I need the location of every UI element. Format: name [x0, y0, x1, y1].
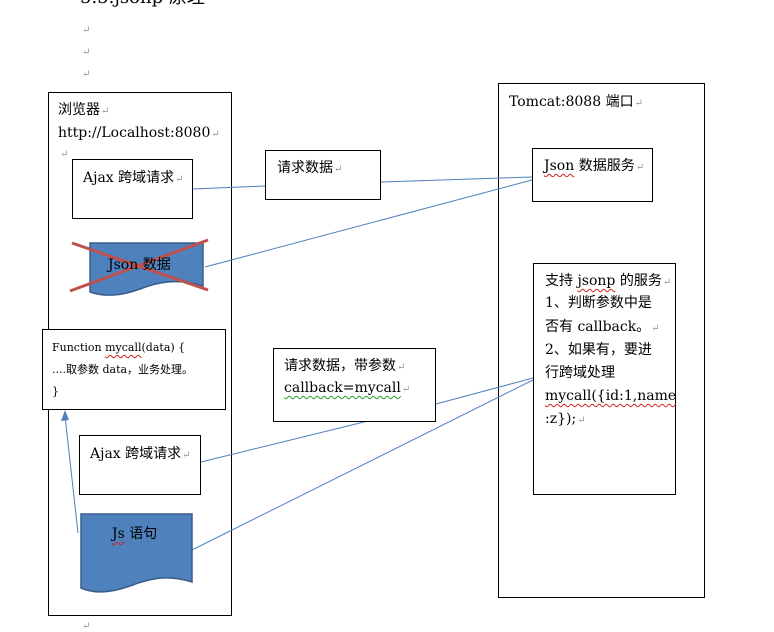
request-data-line-1: 请求数据，带参数↵ [284, 358, 406, 374]
connector-ajax-to-request [192, 185, 266, 190]
section-heading: 5.5.jsonp 原理 [80, 0, 205, 8]
paragraph-mark: ↵ [82, 25, 91, 36]
connector-jsonp-to-js-statement [191, 379, 534, 551]
jsonp-service-box [533, 263, 676, 495]
ajax-request-box-bottom [79, 435, 201, 495]
connector-request-to-json-service [380, 176, 533, 183]
function-line-3: } [52, 385, 59, 398]
paragraph-mark: ↵ [60, 149, 69, 160]
connector-js-to-function [64, 415, 79, 534]
paragraph-mark: ↵ [82, 621, 91, 632]
jsonp-line-6: mycall({id:1,name [545, 388, 677, 404]
js-statement-label: Js 语句 [112, 526, 158, 542]
js-statement-shape [80, 513, 193, 593]
ajax-request-label-bottom: Ajax 跨域请求↵ [90, 446, 191, 462]
jsonp-line-4: 2、如果有，要进 [545, 342, 652, 358]
jsonp-line-5: 行跨域处理 [545, 365, 615, 381]
json-service-box [532, 148, 653, 202]
jsonp-line-3: 否有 callback。↵ [545, 319, 660, 335]
function-line-1: Function mycall(data) { [52, 341, 186, 354]
request-data-box-top [265, 150, 381, 200]
ajax-request-box-top [72, 159, 193, 219]
json-data-label: Json 数据 [108, 257, 171, 273]
arrowhead-icon [61, 410, 69, 421]
ajax-request-label-top: Ajax 跨域请求↵ [83, 170, 184, 186]
json-service-label: Json 数据服务↵ [544, 158, 645, 174]
paragraph-mark: ↵ [82, 47, 91, 58]
jsonp-line-2: 1、判断参数中是 [545, 295, 652, 311]
section-heading-text: 5.5.jsonp 原理 [80, 0, 205, 8]
function-line-2: ....取参数 data，业务处理。 [52, 363, 194, 376]
connector-json-service-to-json-data [204, 179, 533, 268]
jsonp-line-7: :z});↵ [545, 411, 586, 427]
connector-ajax-to-request-param [200, 420, 369, 463]
request-data-label-top: 请求数据↵ [277, 160, 343, 176]
browser-title: 浏览器↵ [58, 102, 110, 118]
cross-line [69, 238, 209, 293]
request-data-line-2: callback=mycall↵ [284, 380, 411, 396]
function-box [42, 329, 226, 410]
jsonp-line-1: 支持 jsonp 的服务↵ [545, 273, 672, 289]
connector-request-param-to-jsonp [435, 377, 534, 405]
browser-url: http://Localhost:8080↵ [58, 125, 220, 141]
request-data-box-bottom [273, 348, 436, 422]
tomcat-title: Tomcat:8088 端口↵ [509, 94, 643, 110]
paragraph-mark: ↵ [82, 69, 91, 80]
